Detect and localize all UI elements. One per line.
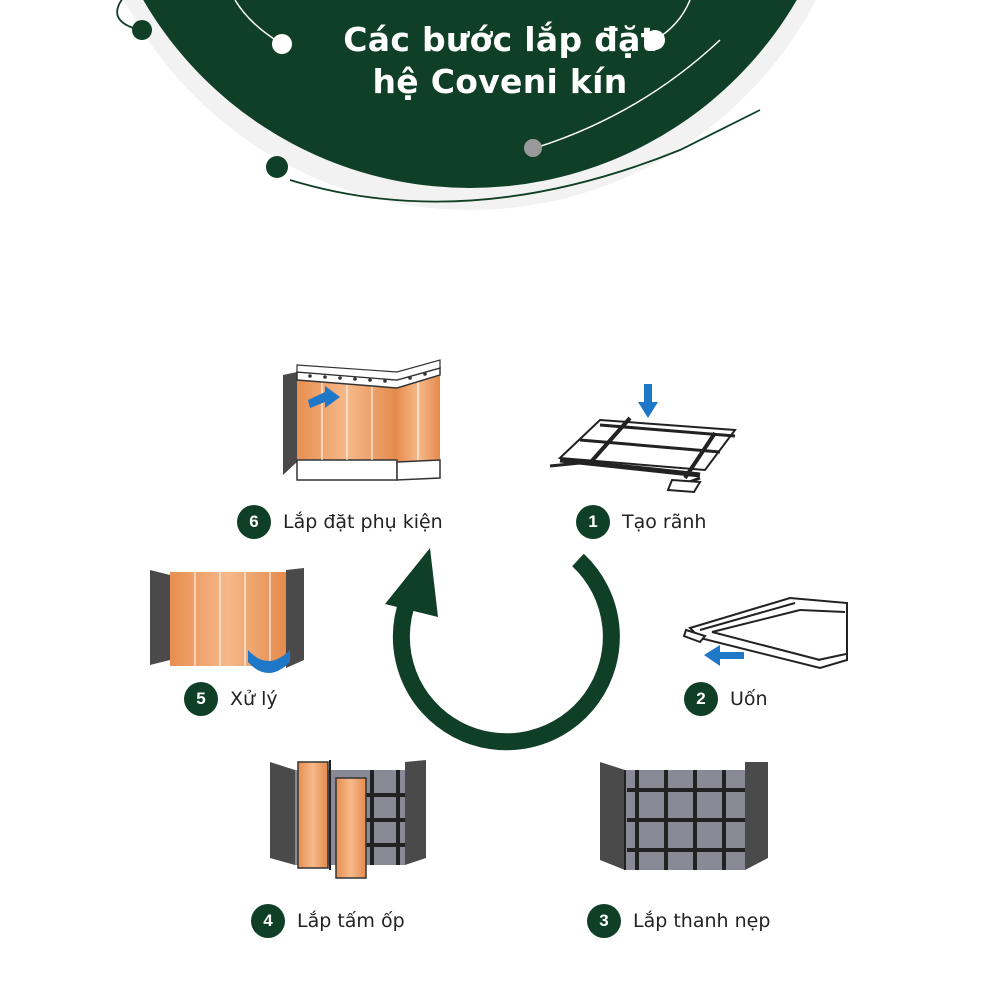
decor-dot-1	[132, 20, 152, 40]
page-title-line-2: hệ Coveni kín	[372, 62, 628, 101]
decor-dot-4	[524, 139, 542, 157]
bent-channel-icon	[682, 596, 848, 670]
step-3: 3 Lắp thanh nẹp	[587, 904, 770, 938]
decor-dot-5	[266, 156, 288, 178]
step-2: 2 Uốn	[684, 682, 768, 716]
step-label: Uốn	[730, 688, 768, 710]
step-number-badge: 4	[251, 904, 285, 938]
cycle-arrow-icon	[385, 548, 620, 751]
accessory-install-icon	[283, 359, 441, 481]
wall-rails-icon	[600, 762, 768, 870]
step-label: Tạo rãnh	[622, 511, 707, 533]
step-number-badge: 2	[684, 682, 718, 716]
step-label: Lắp tấm ốp	[297, 910, 405, 932]
header-circle	[116, 0, 816, 210]
page-title-line-1: Các bước lắp đặt	[343, 20, 657, 59]
decor-dot-3	[645, 30, 665, 50]
corner-treatment-icon	[150, 568, 304, 673]
step-number-badge: 5	[184, 682, 218, 716]
decor-dot-2	[272, 34, 292, 54]
groove-frame-icon	[549, 384, 737, 494]
step-number-badge: 3	[587, 904, 621, 938]
step-5: 5 Xử lý	[184, 682, 278, 716]
step-number-badge: 6	[237, 505, 271, 539]
step-number-badge: 1	[576, 505, 610, 539]
step-4: 4 Lắp tấm ốp	[251, 904, 405, 938]
step-label: Lắp đặt phụ kiện	[283, 511, 443, 533]
step-1: 1 Tạo rãnh	[576, 505, 706, 539]
step-label: Lắp thanh nẹp	[633, 910, 771, 932]
panel-install-icon	[270, 760, 426, 879]
step-label: Xử lý	[230, 688, 278, 710]
step-6: 6 Lắp đặt phụ kiện	[237, 505, 443, 539]
